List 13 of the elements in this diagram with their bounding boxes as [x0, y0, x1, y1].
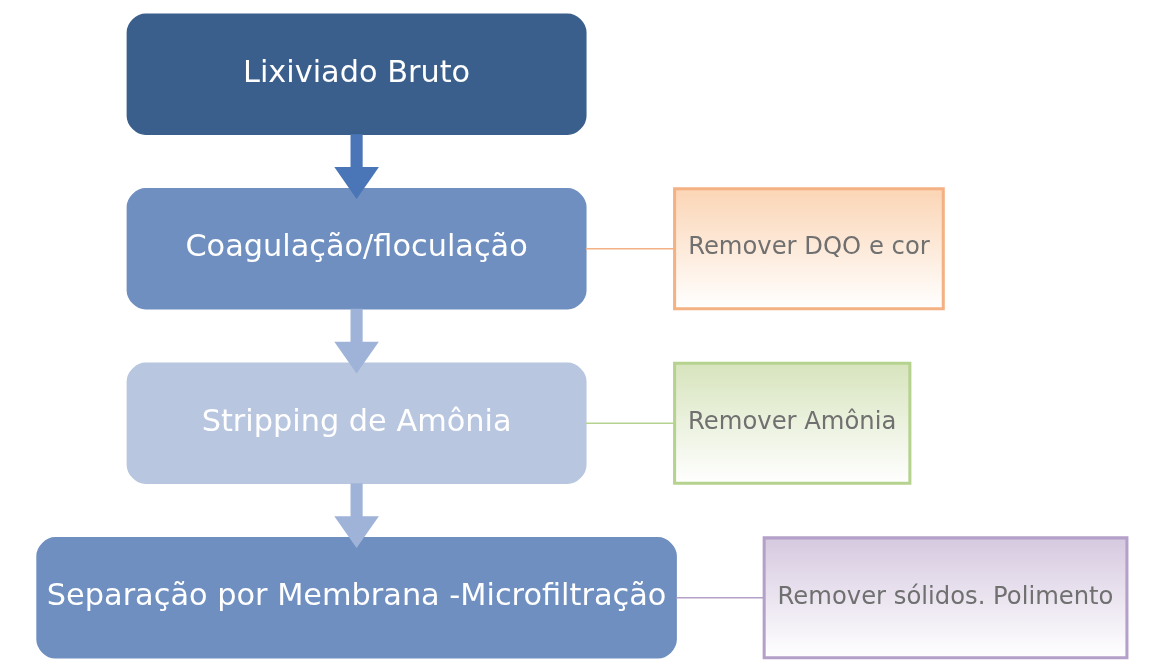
connector [584, 247, 675, 250]
arrow [333, 134, 379, 199]
node-box: Lixiviado Bruto [126, 13, 587, 135]
connector [584, 422, 675, 425]
node-box: Separação por Membrana -Microfiltração [35, 537, 677, 659]
node-box: Remover DQO e cor [672, 187, 945, 311]
connector [675, 597, 764, 599]
node-box: Stripping de Amônia [126, 362, 587, 484]
arrow [333, 308, 379, 374]
arrow [333, 483, 379, 549]
node-box: Remover sólidos. Polimento [762, 536, 1128, 660]
node-box: Remover Amônia [672, 361, 911, 485]
node-box: Coagulação/floculação [126, 188, 587, 310]
